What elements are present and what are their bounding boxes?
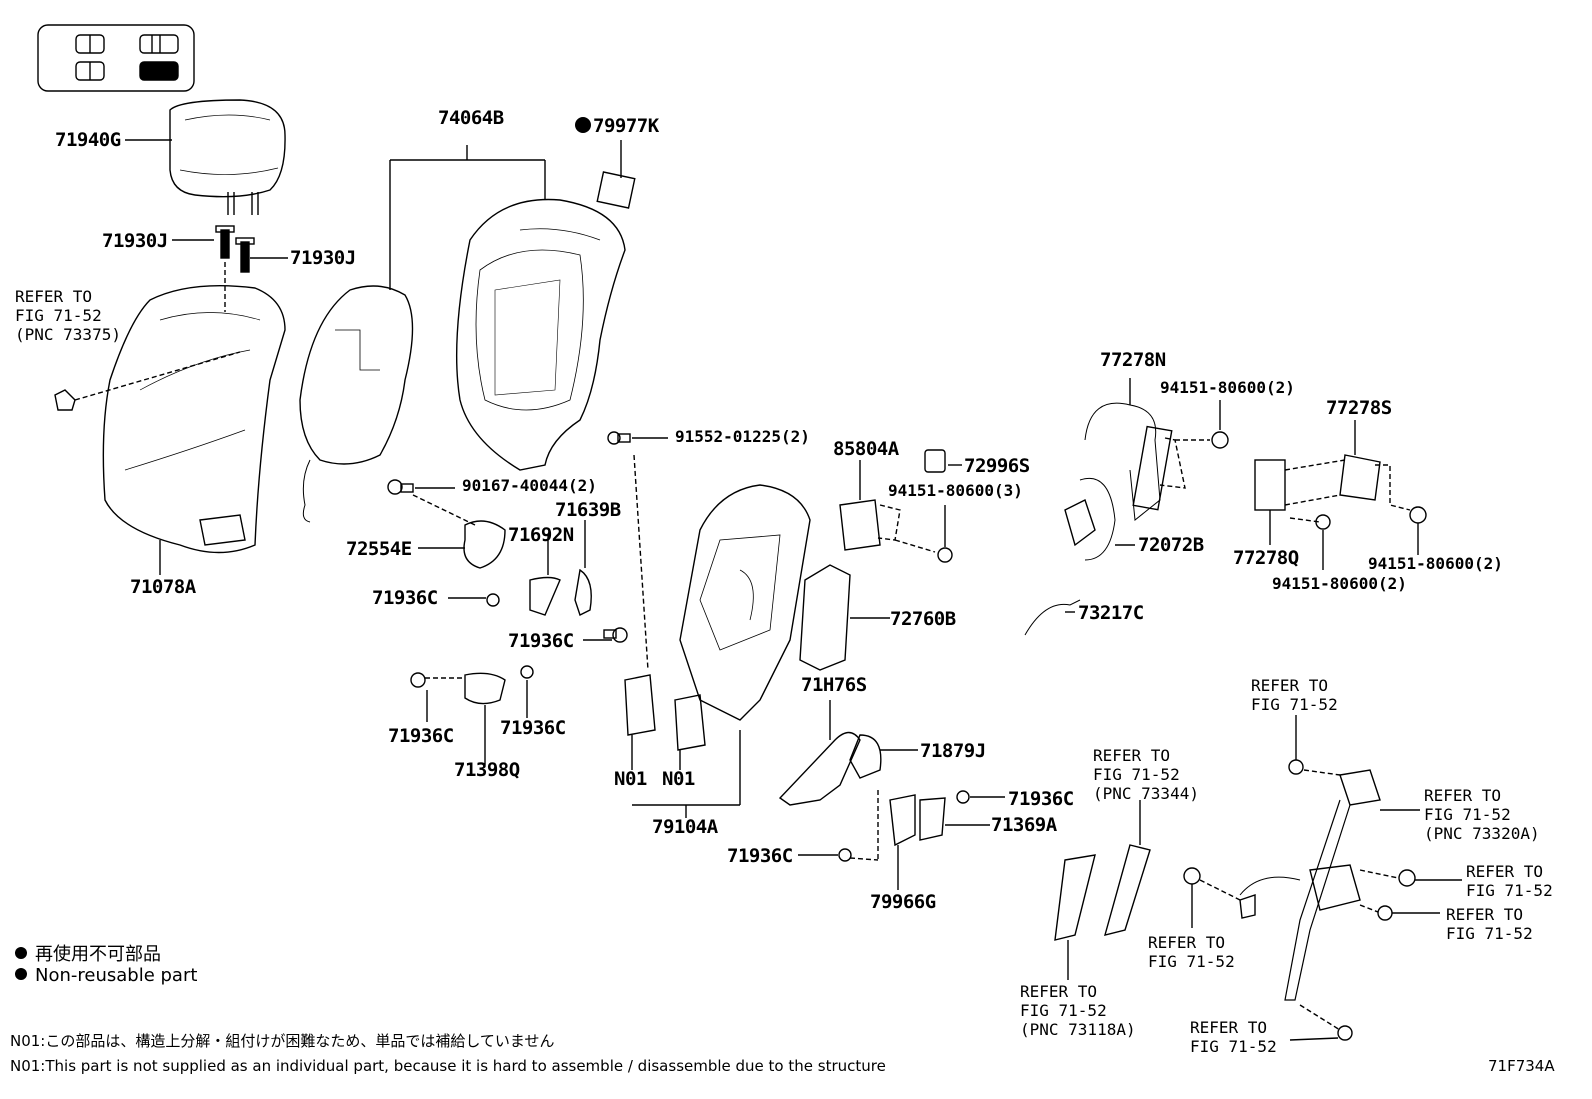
label-90167-40044: 90167-40044(2) (462, 476, 597, 495)
non-reusable-dot-icon (15, 968, 27, 980)
label-71639B: 71639B (555, 499, 621, 521)
label-77278S: 77278S (1326, 397, 1392, 419)
label-71692N: 71692N (508, 524, 574, 546)
label-71369A: 71369A (991, 814, 1057, 836)
figure-id: 71F734A (1488, 1057, 1555, 1075)
airbag-modules (1024, 378, 1427, 636)
label-72996S: 72996S (964, 455, 1030, 477)
label-N01-b: N01 (662, 768, 695, 790)
seat-belt-shape (1054, 715, 1462, 1041)
seat-back-pad (455, 140, 636, 471)
label-77278N: 77278N (1100, 349, 1166, 371)
label-85804A: 85804A (833, 438, 899, 460)
label-71936C-1: 71936C (372, 587, 438, 609)
legend-en: Non-reusable part (15, 965, 197, 986)
label-71936C-4: 71936C (500, 717, 566, 739)
non-reusable-dot-icon (15, 947, 27, 959)
label-74064B: 74064B (438, 107, 504, 129)
label-71078A: 71078A (130, 576, 196, 598)
label-72554E: 72554E (346, 538, 412, 560)
headrest-guides (172, 225, 288, 312)
label-79104A: 79104A (652, 816, 718, 838)
diagram-artwork (37, 24, 1462, 1041)
label-77278Q: 77278Q (1233, 547, 1299, 569)
note-en: N01:This part is not supplied as an indi… (10, 1057, 886, 1075)
label-91552-01225: 91552-01225(2) (675, 427, 810, 446)
label-71936C-2: 71936C (508, 630, 574, 652)
label-94151-80600-2c: 94151-80600(2) (1368, 554, 1503, 573)
non-reusable-dot-icon (575, 117, 591, 133)
label-79977K: 79977K (575, 117, 659, 136)
label-79966G: 79966G (870, 891, 936, 913)
legend-jp: 再使用不可部品 (15, 940, 161, 966)
label-71398Q: 71398Q (454, 759, 520, 781)
seat-pad-shape (299, 145, 546, 523)
label-73217C: 73217C (1078, 602, 1144, 624)
headrest-shape (125, 99, 286, 215)
label-71930J-right: 71930J (290, 247, 356, 269)
switch-and-support (778, 449, 1005, 890)
seat-position-indicator (37, 24, 195, 92)
label-71936C-3: 71936C (388, 725, 454, 747)
label-94151-80600-2a: 94151-80600(2) (1160, 378, 1295, 397)
label-72760B: 72760B (890, 608, 956, 630)
label-72072B: 72072B (1138, 534, 1204, 556)
seat-cover-shape (54, 285, 286, 575)
label-94151-80600-3: 94151-80600(3) (888, 481, 1023, 500)
label-71936C-6: 71936C (727, 845, 793, 867)
seat-frame-shape (607, 431, 811, 818)
label-71879J: 71879J (920, 740, 986, 762)
note-jp: N01:この部品は、構造上分解・組付けが困難なため、単品では補給していません (10, 1032, 555, 1050)
label-71940G: 71940G (55, 129, 121, 151)
label-N01-a: N01 (614, 768, 647, 790)
label-71930J-left: 71930J (102, 230, 168, 252)
parts-diagram: 71940G 71930J 71930J 71078A 74064B 79977… (10, 24, 1555, 1075)
label-94151-80600-2b: 94151-80600(2) (1272, 574, 1407, 593)
label-71936C-5: 71936C (1008, 788, 1074, 810)
label-71H76S: 71H76S (801, 674, 867, 696)
small-parts-left (387, 479, 628, 765)
